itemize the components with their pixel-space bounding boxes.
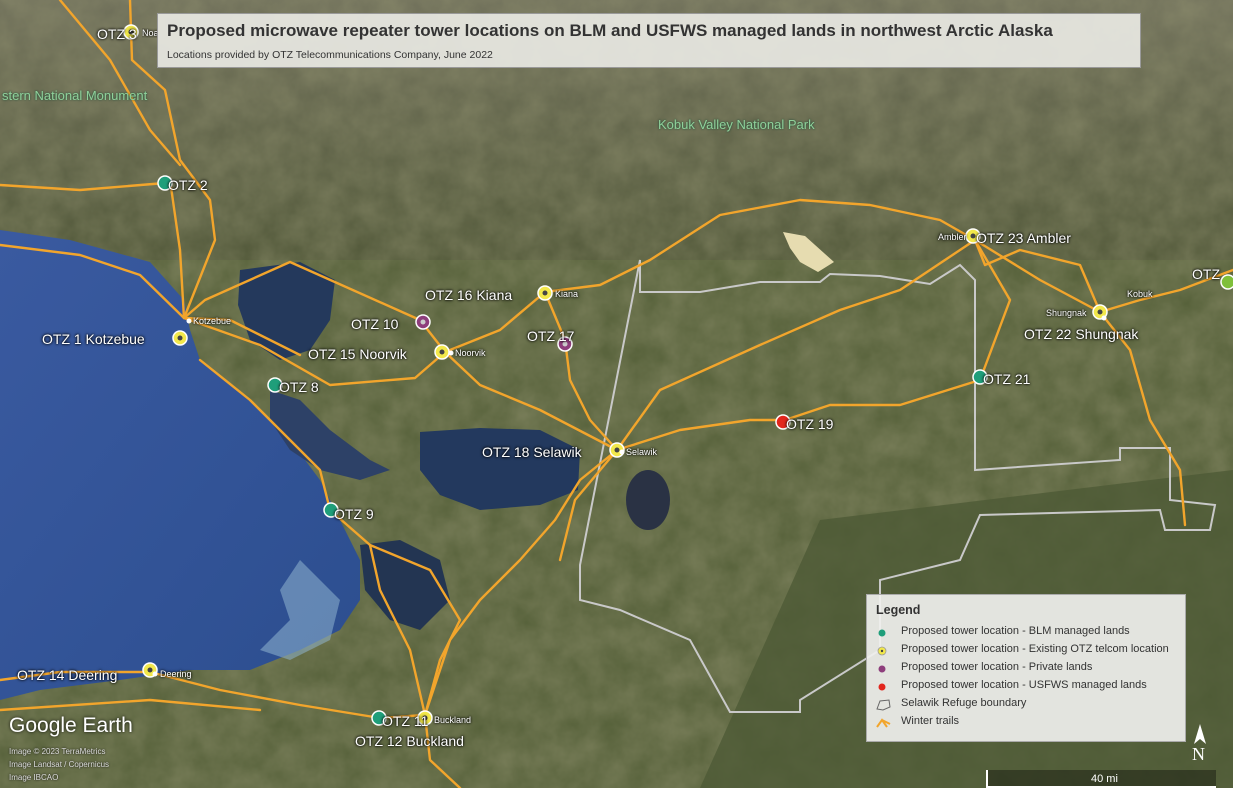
legend-label: Proposed tower location - Private lands [901, 661, 1093, 673]
tower-label-otz-10: OTZ 10 [351, 316, 399, 332]
tower-otz-16[interactable] [537, 285, 553, 301]
scale-label: 40 mi [1091, 773, 1118, 785]
title-box: Proposed microwave repeater tower locati… [157, 13, 1141, 68]
tower-otz-11[interactable] [371, 710, 387, 726]
south-lake [360, 540, 450, 630]
legend-title: Legend [876, 603, 921, 617]
village-label-noorvik: Noorvik [455, 348, 486, 358]
village-label-kotzebue: Kotzebue [193, 316, 232, 326]
legend-label: Proposed tower location - BLM managed la… [901, 625, 1130, 637]
village-label-selawik: Selawik [626, 447, 658, 457]
legend-item-usfws: Proposed tower location - USFWS managed … [875, 678, 1180, 696]
trail-icon [876, 718, 891, 728]
park-label-monument: stern National Monument [2, 88, 148, 103]
tower-label-otz-12: OTZ 12 Buckland [355, 733, 464, 749]
red-dot-icon [878, 683, 886, 691]
legend-label: Selawik Refuge boundary [901, 697, 1027, 709]
scale-line [986, 786, 1216, 788]
tower-label-otz-23: OTZ 23 Ambler [976, 230, 1071, 246]
tower-otz-22[interactable] [1092, 304, 1108, 320]
park-label-kobuk-valley: Kobuk Valley National Park [658, 117, 815, 132]
tower-label-otz-2: OTZ 2 [168, 177, 208, 193]
imagery-credit: Image © 2023 TerraMetrics [9, 747, 106, 756]
tower-label-otz-11: OTZ 11 [382, 713, 429, 729]
shore-ice [260, 560, 340, 660]
north-arrow-icon [1194, 724, 1206, 744]
tower-label-otz-17: OTZ 17 [527, 328, 575, 344]
tower-otz-23[interactable] [965, 228, 981, 244]
tower-label-otz-22: OTZ 22 Shungnak [1024, 326, 1139, 342]
tower-label-otz-18: OTZ 18 Selawik [482, 444, 582, 460]
map-subtitle: Locations provided by OTZ Telecommunicat… [167, 49, 493, 61]
tower-label-otz-19: OTZ 19 [786, 416, 834, 432]
village-label-buckland: Buckland [434, 715, 472, 725]
yellow-dot-icon [877, 646, 887, 656]
tower-markers [123, 24, 1233, 726]
village-label-shungnak: Shungnak [1046, 308, 1087, 318]
village-label-kobuk: Kobuk [1127, 289, 1153, 299]
tower-otz-3[interactable] [123, 24, 139, 40]
scale-bar: 40 mi [986, 770, 1216, 788]
refuge-boundary [579, 259, 1217, 713]
snowfield [783, 232, 834, 272]
imagery-credit: Image IBCAO [9, 773, 59, 782]
legend-item-boundary: Selawik Refuge boundary [875, 696, 1180, 714]
legend-item-existing: Proposed tower location - Existing OTZ t… [875, 642, 1180, 660]
tower-otz-10[interactable] [415, 314, 431, 330]
east-lake [626, 470, 670, 530]
imagery-credit: Image Landsat / Copernicus [9, 760, 110, 769]
legend-label: Winter trails [901, 715, 960, 727]
tower-otz-19[interactable] [775, 414, 791, 430]
tower-otz-12[interactable] [417, 710, 433, 726]
tower-label-otz-21: OTZ 21 [983, 371, 1031, 387]
legend-label: Proposed tower location - USFWS managed … [901, 679, 1147, 691]
google-earth-logo: Google Earth [9, 714, 133, 737]
village-points [152, 315, 1107, 677]
tower-label-otz-3: OTZ 3 [97, 26, 137, 42]
purple-dot-icon [878, 665, 886, 673]
tower-label-otz-15: OTZ 15 Noorvik [308, 346, 407, 362]
legend-panel: Legend Proposed tower location - BLM man… [866, 594, 1186, 742]
tower-otz-8[interactable] [267, 377, 283, 393]
tower-otz-15[interactable] [434, 344, 450, 360]
tower-label-otz-16: OTZ 16 Kiana [425, 287, 513, 303]
tower-label-otz-14: OTZ 14 Deering [17, 667, 118, 683]
north-label: N [1192, 744, 1205, 764]
tower-otz-east[interactable] [1220, 274, 1233, 290]
legend-item-blm: Proposed tower location - BLM managed la… [875, 624, 1180, 642]
inlet-channel [270, 390, 390, 480]
tower-otz-2[interactable] [157, 175, 173, 191]
tower-otz-21[interactable] [972, 369, 988, 385]
teal-dot-icon [878, 629, 886, 637]
kotzebue-sound [0, 230, 360, 700]
tower-label-otz-8: OTZ 8 [279, 379, 319, 395]
scale-tick [986, 770, 988, 788]
legend-label: Proposed tower location - Existing OTZ t… [901, 643, 1169, 655]
legend-item-trails: Winter trails [875, 714, 1180, 732]
north-arrow: N [1188, 722, 1212, 766]
selawik-lake [420, 428, 580, 510]
tower-label-otz-9: OTZ 9 [334, 506, 374, 522]
map-title: Proposed microwave repeater tower locati… [167, 21, 1053, 40]
tower-label-otz-1: OTZ 1 Kotzebue [42, 331, 145, 347]
boundary-outline-icon [876, 699, 891, 711]
village-label-noatak: Noatak [142, 28, 157, 38]
village-label-kiana: Kiana [555, 289, 579, 299]
village-label-deering: Deering [160, 669, 192, 679]
tower-otz-17[interactable] [557, 336, 573, 352]
legend-item-private: Proposed tower location - Private lands [875, 660, 1180, 678]
tower-otz-1[interactable] [172, 330, 188, 346]
village-label-ambler: Ambler [938, 232, 967, 242]
tower-label-otz-east: OTZ [1192, 266, 1220, 282]
tower-otz-9[interactable] [323, 502, 339, 518]
